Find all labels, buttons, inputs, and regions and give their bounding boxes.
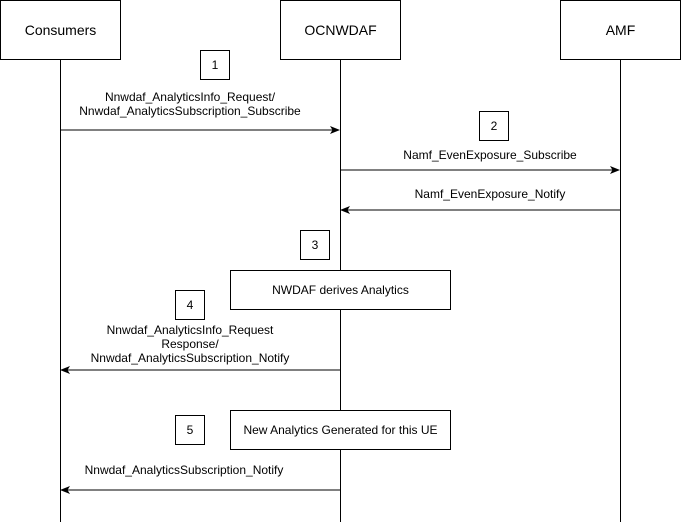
participant-amf: AMF bbox=[560, 0, 681, 60]
message-line: Nnwdaf_AnalyticsInfo_Request/ bbox=[104, 90, 276, 104]
note-derive-analytics: NWDAF derives Analytics bbox=[230, 270, 451, 310]
step-4-badge: 4 bbox=[175, 290, 205, 320]
lifeline-consumers bbox=[60, 60, 61, 522]
note-text: NWDAF derives Analytics bbox=[272, 283, 409, 297]
message-label-m2: Namf_EvenExposure_Subscribe bbox=[340, 148, 640, 162]
message-line: Nnwdaf_AnalyticsSubscription_Subscribe bbox=[79, 104, 301, 118]
participant-ocnwdaf: OCNWDAF bbox=[280, 0, 401, 60]
step-number: 2 bbox=[490, 119, 498, 133]
note-text: New Analytics Generated for this UE bbox=[243, 423, 438, 437]
message-line: Response/ bbox=[161, 337, 219, 351]
step-number: 1 bbox=[211, 58, 219, 72]
message-line: Nnwdaf_AnalyticsSubscription_Notify bbox=[84, 463, 284, 477]
message-line: Namf_EvenExposure_Notify bbox=[414, 187, 566, 201]
message-label-m4: Nnwdaf_AnalyticsInfo_Request Response/ N… bbox=[60, 323, 320, 365]
message-label-m1: Nnwdaf_AnalyticsInfo_Request/ Nnwdaf_Ana… bbox=[60, 90, 320, 118]
message-line: Nnwdaf_AnalyticsSubscription_Notify bbox=[90, 351, 290, 365]
step-number: 3 bbox=[311, 238, 319, 252]
step-2-badge: 2 bbox=[479, 111, 509, 141]
step-3-badge: 3 bbox=[300, 230, 330, 260]
participant-label: Consumers bbox=[24, 22, 97, 38]
step-number: 5 bbox=[186, 423, 194, 437]
step-1-badge: 1 bbox=[200, 50, 230, 80]
participant-consumers: Consumers bbox=[0, 0, 121, 60]
participant-label: AMF bbox=[605, 22, 636, 38]
note-new-analytics: New Analytics Generated for this UE bbox=[230, 410, 451, 450]
message-label-m3: Namf_EvenExposure_Notify bbox=[340, 187, 640, 201]
step-number: 4 bbox=[186, 298, 194, 312]
step-5-badge: 5 bbox=[175, 415, 205, 445]
message-label-m5: Nnwdaf_AnalyticsSubscription_Notify bbox=[54, 463, 314, 477]
participant-label: OCNWDAF bbox=[304, 22, 377, 38]
message-line: Nnwdaf_AnalyticsInfo_Request bbox=[106, 323, 274, 337]
lifeline-amf bbox=[620, 60, 621, 522]
message-line: Namf_EvenExposure_Subscribe bbox=[403, 148, 577, 162]
